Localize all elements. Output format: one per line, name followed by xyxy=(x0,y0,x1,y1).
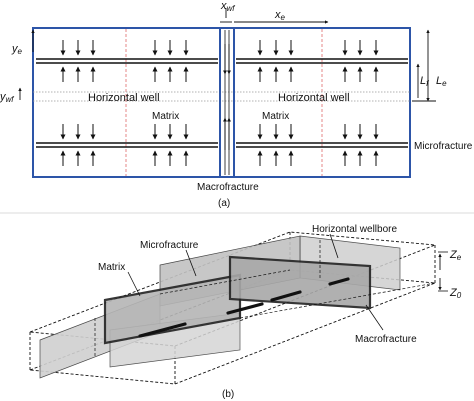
label-ye: ye xyxy=(11,43,23,56)
label-horizontal-well-right: Horizontal well xyxy=(278,92,350,104)
label-microfracture-b: Microfracture xyxy=(140,240,199,251)
label-macrofracture-a: Macrofracture xyxy=(197,182,259,193)
caption-b: (b) xyxy=(222,389,234,400)
label-xe: xe xyxy=(274,9,286,22)
label-le: Le xyxy=(436,75,447,88)
macrofracture-flow-arrows xyxy=(223,44,231,150)
label-matrix-left: Matrix xyxy=(152,111,179,122)
panel-b: Horizontal wellbore Microfracture Matrix… xyxy=(29,224,462,400)
domain-outline-a xyxy=(32,27,411,178)
label-macrofracture-b: Macrofracture xyxy=(355,334,417,345)
label-horizontal-well-left: Horizontal well xyxy=(88,92,160,104)
label-z0: Z0 xyxy=(449,287,462,300)
label-horizontal-wellbore: Horizontal wellbore xyxy=(312,224,397,235)
leader-lines-b xyxy=(127,233,448,331)
matrix-block-boundaries xyxy=(125,29,323,176)
flux-arrows-lower xyxy=(60,124,379,166)
microfracture-lower xyxy=(36,142,408,148)
caption-a: (a) xyxy=(218,198,230,209)
macrofracture-channel xyxy=(219,28,235,177)
label-lf: Lf xyxy=(420,75,429,88)
label-ywf: ywf xyxy=(0,91,14,104)
label-matrix-right: Matrix xyxy=(262,111,289,122)
label-ze: Ze xyxy=(449,249,462,262)
label-matrix-b: Matrix xyxy=(98,262,125,273)
microfracture-upper xyxy=(36,58,408,64)
label-microfracture-a: Microfracture xyxy=(414,141,473,152)
label-xwf: xwf xyxy=(220,0,235,13)
flux-arrows-upper xyxy=(60,40,379,82)
dimension-arrows-a xyxy=(18,8,436,102)
panel-a: ye ywf xwf xe Lf Le Horizontal well Hori… xyxy=(0,0,473,209)
interior-dashed-lines xyxy=(94,240,436,356)
horizontal-wellbore xyxy=(138,277,350,338)
